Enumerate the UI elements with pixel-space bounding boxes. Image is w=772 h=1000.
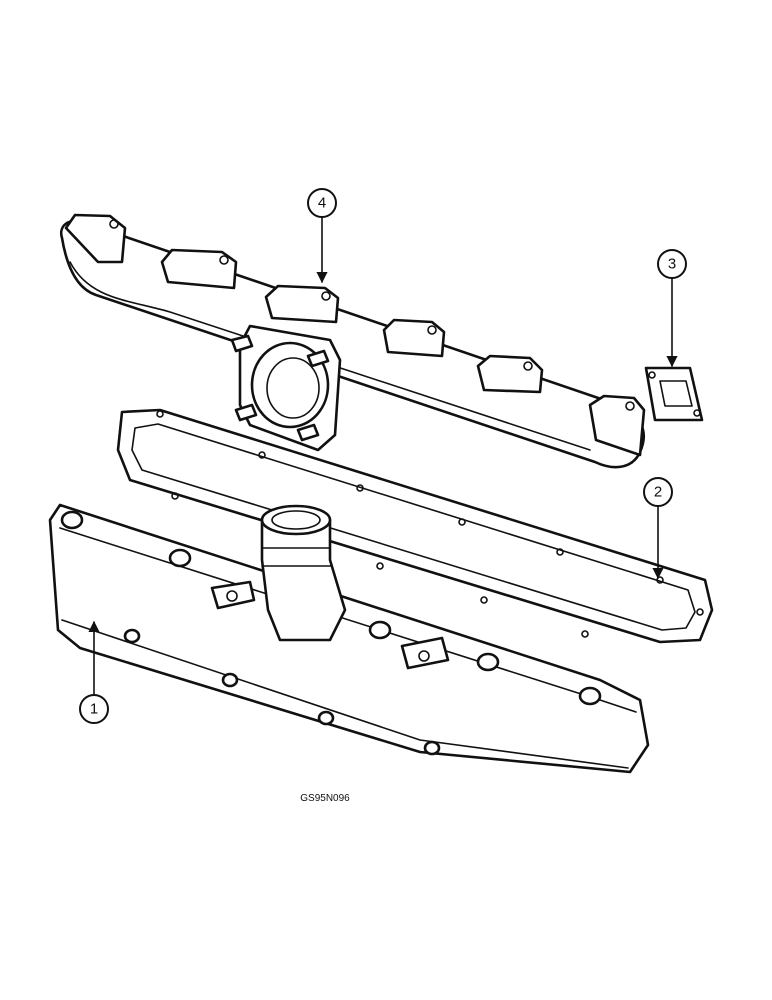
water-cooled-manifold [48,503,650,774]
stud [234,403,258,422]
boss [123,628,141,644]
boss [476,652,500,672]
stud [306,349,330,368]
callout-2: 2 [643,477,673,507]
exhaust-manifold [59,213,646,469]
boss [317,710,335,726]
svg-text:2: 2 [654,484,662,501]
boss [60,510,84,530]
callout-3: 3 [657,249,687,279]
callout-4: 4 [307,188,337,218]
boss [221,672,239,688]
svg-text:3: 3 [668,256,676,273]
boss [423,740,441,756]
flange-gasket [644,366,704,422]
figure-code: GS95N096 [300,793,350,804]
boss [578,686,602,706]
stud [230,334,254,353]
callout-1: 1 [79,694,109,724]
boss [168,548,192,568]
svg-text:4: 4 [318,195,326,212]
boss [368,620,392,640]
stud [296,423,320,442]
svg-text:1: 1 [90,701,98,718]
